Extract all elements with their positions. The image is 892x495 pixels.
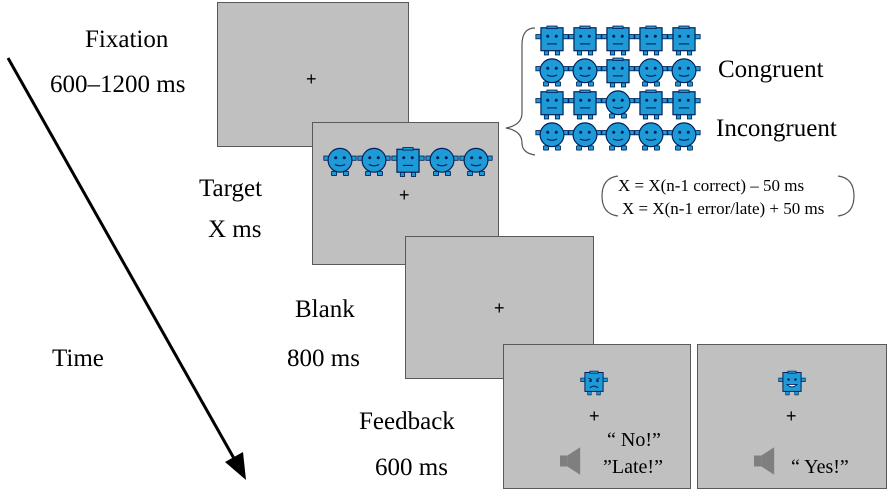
- round-robot-icon: [357, 147, 391, 177]
- round-robot-icon: [667, 121, 701, 152]
- blank-title: Blank: [295, 296, 355, 323]
- fixation-title: Fixation: [85, 26, 169, 53]
- incongruent-label: Incongruent: [716, 115, 837, 142]
- round-robot-icon: [425, 147, 459, 177]
- feedback-title: Feedback: [359, 408, 455, 435]
- square-robot-icon: [535, 25, 569, 56]
- feedback-fixation-cross: +: [786, 406, 797, 426]
- condition-brace: [505, 27, 536, 156]
- staircase-bracket: [601, 175, 855, 217]
- round-robot-icon: [323, 147, 357, 177]
- feedback-yes-text: “ Yes!”: [791, 456, 849, 478]
- congruent-label: Congruent: [718, 56, 824, 83]
- blank-duration: 800 ms: [287, 345, 360, 372]
- stimulus-grid: [535, 25, 705, 157]
- feedback-no-text: “ No!”: [607, 429, 661, 451]
- square-robot-icon: [535, 89, 569, 120]
- round-robot-icon: [634, 121, 668, 152]
- round-robot-icon: [601, 121, 635, 152]
- round-robot-icon: [601, 89, 635, 120]
- time-axis-label: Time: [52, 345, 104, 372]
- feedback-fixation-cross: +: [589, 406, 600, 426]
- smiling-robot-icon: [778, 370, 806, 396]
- square-robot-icon: [667, 25, 701, 56]
- round-robot-icon: [459, 147, 493, 177]
- frowning-robot-icon: [580, 370, 608, 396]
- square-robot-icon: [634, 25, 668, 56]
- feedback-screen-positive: + “ Yes!”: [697, 344, 887, 489]
- round-robot-icon: [634, 57, 668, 88]
- round-robot-icon: [535, 121, 569, 152]
- square-robot-icon: [667, 89, 701, 120]
- round-robot-icon: [535, 57, 569, 88]
- round-robot-icon: [568, 57, 602, 88]
- square-robot-icon: [634, 89, 668, 120]
- feedback-late-text: ”Late!”: [603, 456, 663, 478]
- square-robot-icon: [601, 25, 635, 56]
- square-robot-icon: [391, 147, 425, 177]
- staircase-correct-rule: X = X(n-1 correct) – 50 ms: [618, 176, 805, 195]
- round-robot-icon: [667, 57, 701, 88]
- target-title: Target: [199, 175, 263, 202]
- blank-fixation-cross: +: [494, 298, 505, 318]
- staircase-error-rule: X = X(n-1 error/late) + 50 ms: [622, 199, 825, 218]
- target-fixation-cross: +: [399, 185, 410, 205]
- target-stimulus-row: [323, 147, 491, 177]
- feedback-screen-negative: + “ No!” ”Late!”: [503, 344, 691, 489]
- fixation-cross: +: [306, 69, 317, 89]
- square-robot-icon: [568, 89, 602, 120]
- speaker-icon: [754, 447, 776, 475]
- fixation-duration: 600–1200 ms: [50, 71, 186, 98]
- target-duration: X ms: [208, 216, 262, 243]
- round-robot-icon: [568, 121, 602, 152]
- square-robot-icon: [568, 25, 602, 56]
- feedback-duration: 600 ms: [375, 454, 448, 481]
- square-robot-icon: [601, 57, 635, 88]
- speaker-icon: [560, 447, 582, 475]
